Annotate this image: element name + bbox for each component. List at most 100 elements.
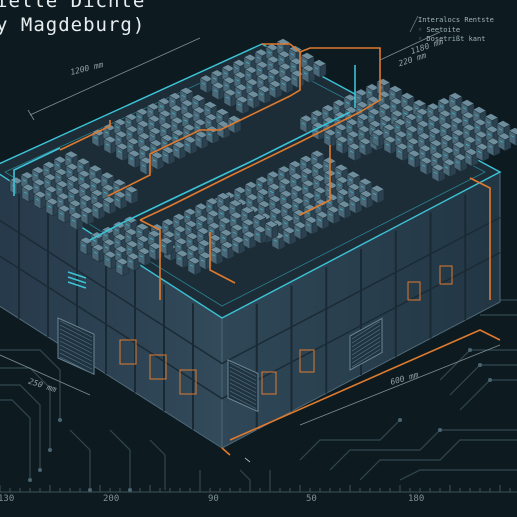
door-slat [229, 370, 257, 385]
wall-window [179, 369, 197, 395]
rack-led [189, 264, 194, 267]
rack-led [34, 186, 39, 189]
rack-led [232, 231, 237, 234]
rack-led [185, 143, 190, 146]
rack-led [117, 265, 122, 268]
rack-led [221, 236, 226, 239]
loading-door-right [349, 317, 383, 371]
circuit-trace [0, 384, 41, 470]
rack-led [149, 122, 154, 125]
server-rack-top [76, 157, 91, 166]
rack-led [372, 192, 377, 195]
rack-led [183, 119, 188, 122]
rack-led [115, 198, 120, 201]
wall-window [119, 339, 137, 365]
rack-led [103, 234, 108, 237]
rack-led [402, 100, 407, 103]
rack-led [441, 129, 446, 132]
rack-led [327, 201, 332, 204]
server-rack-top [147, 229, 162, 238]
circuit-trace [459, 379, 517, 411]
rack-led [93, 251, 98, 254]
rack-led [126, 193, 131, 196]
rack-led [196, 210, 201, 213]
door-slat [59, 340, 93, 358]
rack-led [325, 177, 330, 180]
door-slat [351, 341, 381, 360]
rack-led [246, 189, 251, 192]
rack-led [499, 140, 504, 143]
rack-led [141, 164, 146, 167]
legend-item: ◦ Dosetrißt kant [418, 35, 486, 43]
rack-led [408, 145, 413, 148]
rack-led [193, 102, 198, 105]
server-rack-top [124, 185, 139, 194]
legend-leader [409, 15, 419, 33]
rack-led [177, 257, 182, 260]
rack-led [220, 224, 225, 227]
rack-led [428, 110, 433, 113]
rack-led [115, 126, 120, 129]
rack-led [312, 157, 317, 160]
rack-led [91, 184, 96, 187]
rack-led [102, 179, 107, 182]
rack-led [206, 121, 211, 124]
rack-led [207, 205, 212, 208]
server-rack-top [191, 94, 206, 102]
rack-led [140, 152, 145, 155]
rack-led [160, 117, 165, 120]
wall-band [0, 216, 501, 365]
rack-led [301, 163, 306, 166]
door-slat [351, 333, 381, 352]
rack-led [444, 166, 449, 169]
rack-led [373, 136, 378, 139]
circuit-node [438, 428, 442, 432]
rack-led [79, 177, 84, 180]
rack-led [116, 253, 121, 256]
wall-window [299, 349, 315, 373]
rack-led [391, 105, 396, 108]
rack-led [339, 208, 344, 211]
rack-led [283, 222, 288, 225]
door-slat [59, 328, 93, 346]
server-rack-top [310, 149, 325, 158]
rack-led [380, 110, 385, 113]
rack-led [92, 239, 97, 242]
cable-route [209, 232, 236, 284]
rack-led [188, 252, 193, 255]
rack-led [58, 200, 63, 203]
rack-led [324, 164, 329, 167]
door-slat [351, 349, 381, 368]
door-slat [229, 382, 257, 397]
rack-led [129, 157, 134, 160]
dimension-tick [27, 109, 35, 121]
rack-led [280, 70, 285, 73]
door-slat [59, 320, 93, 338]
rack-led [367, 91, 372, 94]
rack-led [303, 72, 308, 75]
rack-led [268, 63, 273, 66]
server-rack-top [216, 192, 231, 200]
rack-led [199, 247, 204, 250]
rack-led [271, 215, 276, 218]
rack-led [104, 131, 109, 134]
circuit-trace [329, 429, 517, 471]
rack-led [292, 192, 297, 195]
door-slat [229, 362, 257, 377]
rack-led [217, 116, 222, 119]
rack-led [237, 103, 242, 106]
door-slat [351, 321, 381, 340]
server-rack-top [388, 85, 403, 93]
server-rack-top [228, 199, 243, 207]
rack-led [207, 133, 212, 136]
cable-route [59, 120, 111, 151]
rack-led [486, 121, 491, 124]
rack-led [317, 218, 322, 221]
vent-slat [67, 281, 87, 289]
rack-led [125, 223, 130, 226]
cable-route [469, 177, 491, 300]
rack-led [115, 241, 120, 244]
rack-led [246, 74, 251, 77]
dimension-arrow [244, 457, 251, 463]
rack-led [255, 233, 260, 236]
